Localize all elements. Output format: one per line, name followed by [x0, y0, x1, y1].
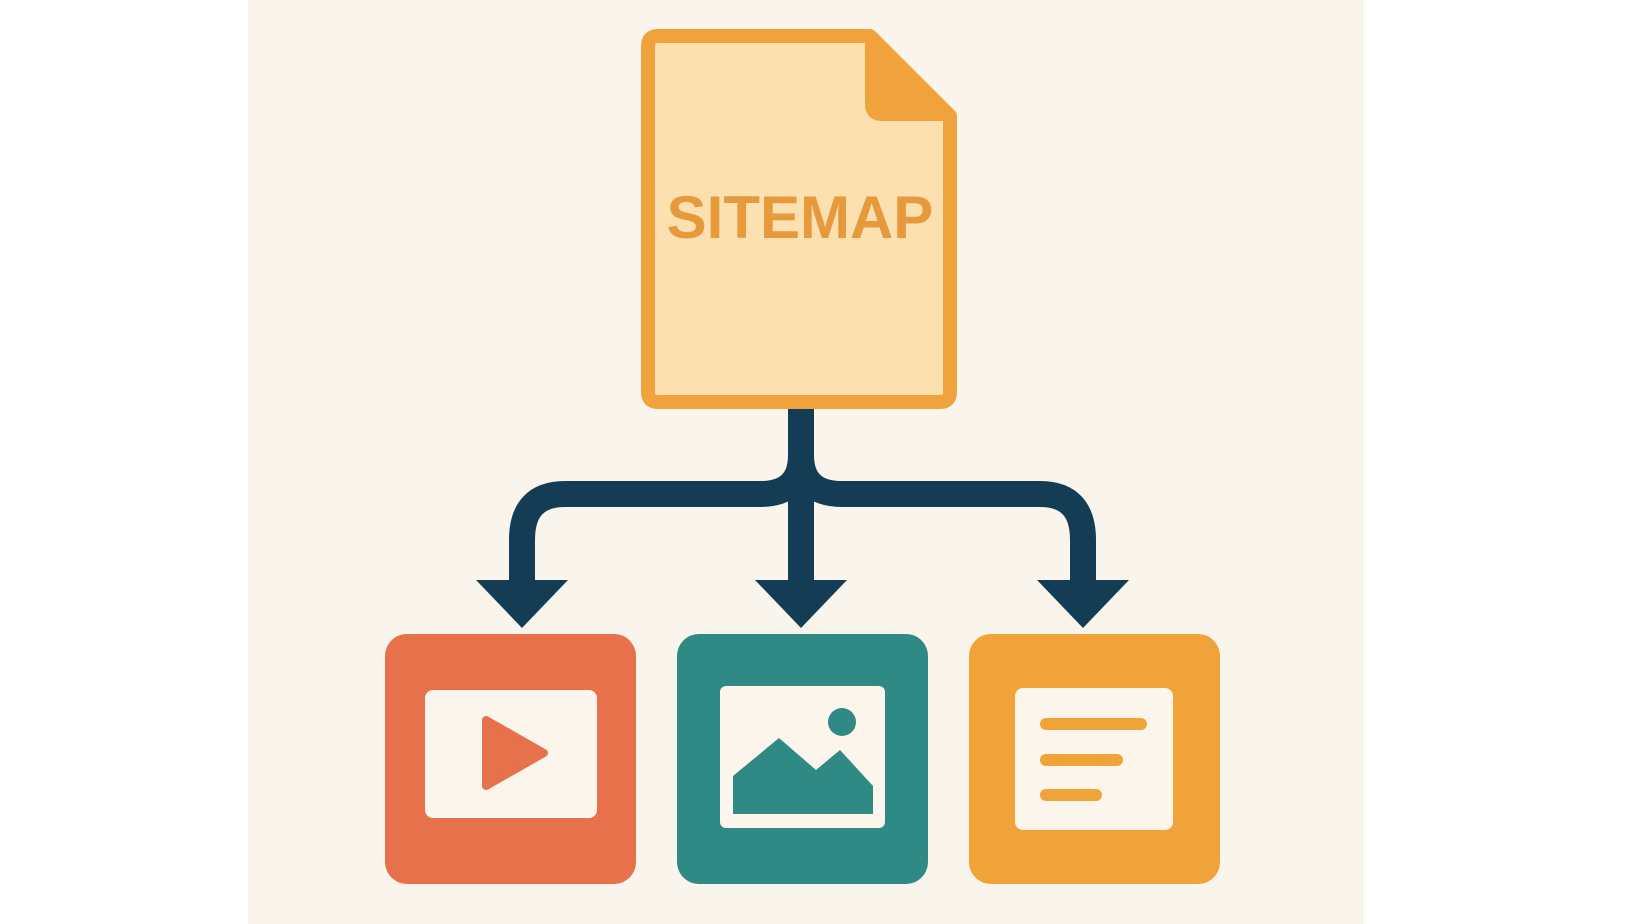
sitemap-document: SITEMAP: [641, 29, 957, 409]
connector-trunk: [509, 402, 814, 590]
arrowhead-left: [476, 580, 568, 628]
text-document-icon: [1040, 718, 1147, 801]
video-play-icon: [482, 716, 548, 790]
document-icon: [641, 29, 957, 409]
image-icon: [733, 738, 873, 814]
arrowhead-center: [755, 580, 847, 628]
video-tile: [385, 634, 636, 884]
image-sun: [828, 708, 856, 736]
connector-arrows: [509, 402, 1096, 590]
image-tile: [677, 634, 928, 884]
arrowhead-right: [1037, 580, 1129, 628]
arrowheads: [476, 580, 1129, 628]
document-folded-corner: [865, 31, 955, 121]
text-tile: [969, 634, 1220, 884]
connector-right-branch: [788, 454, 1096, 590]
sitemap-label: SITEMAP: [667, 184, 934, 251]
